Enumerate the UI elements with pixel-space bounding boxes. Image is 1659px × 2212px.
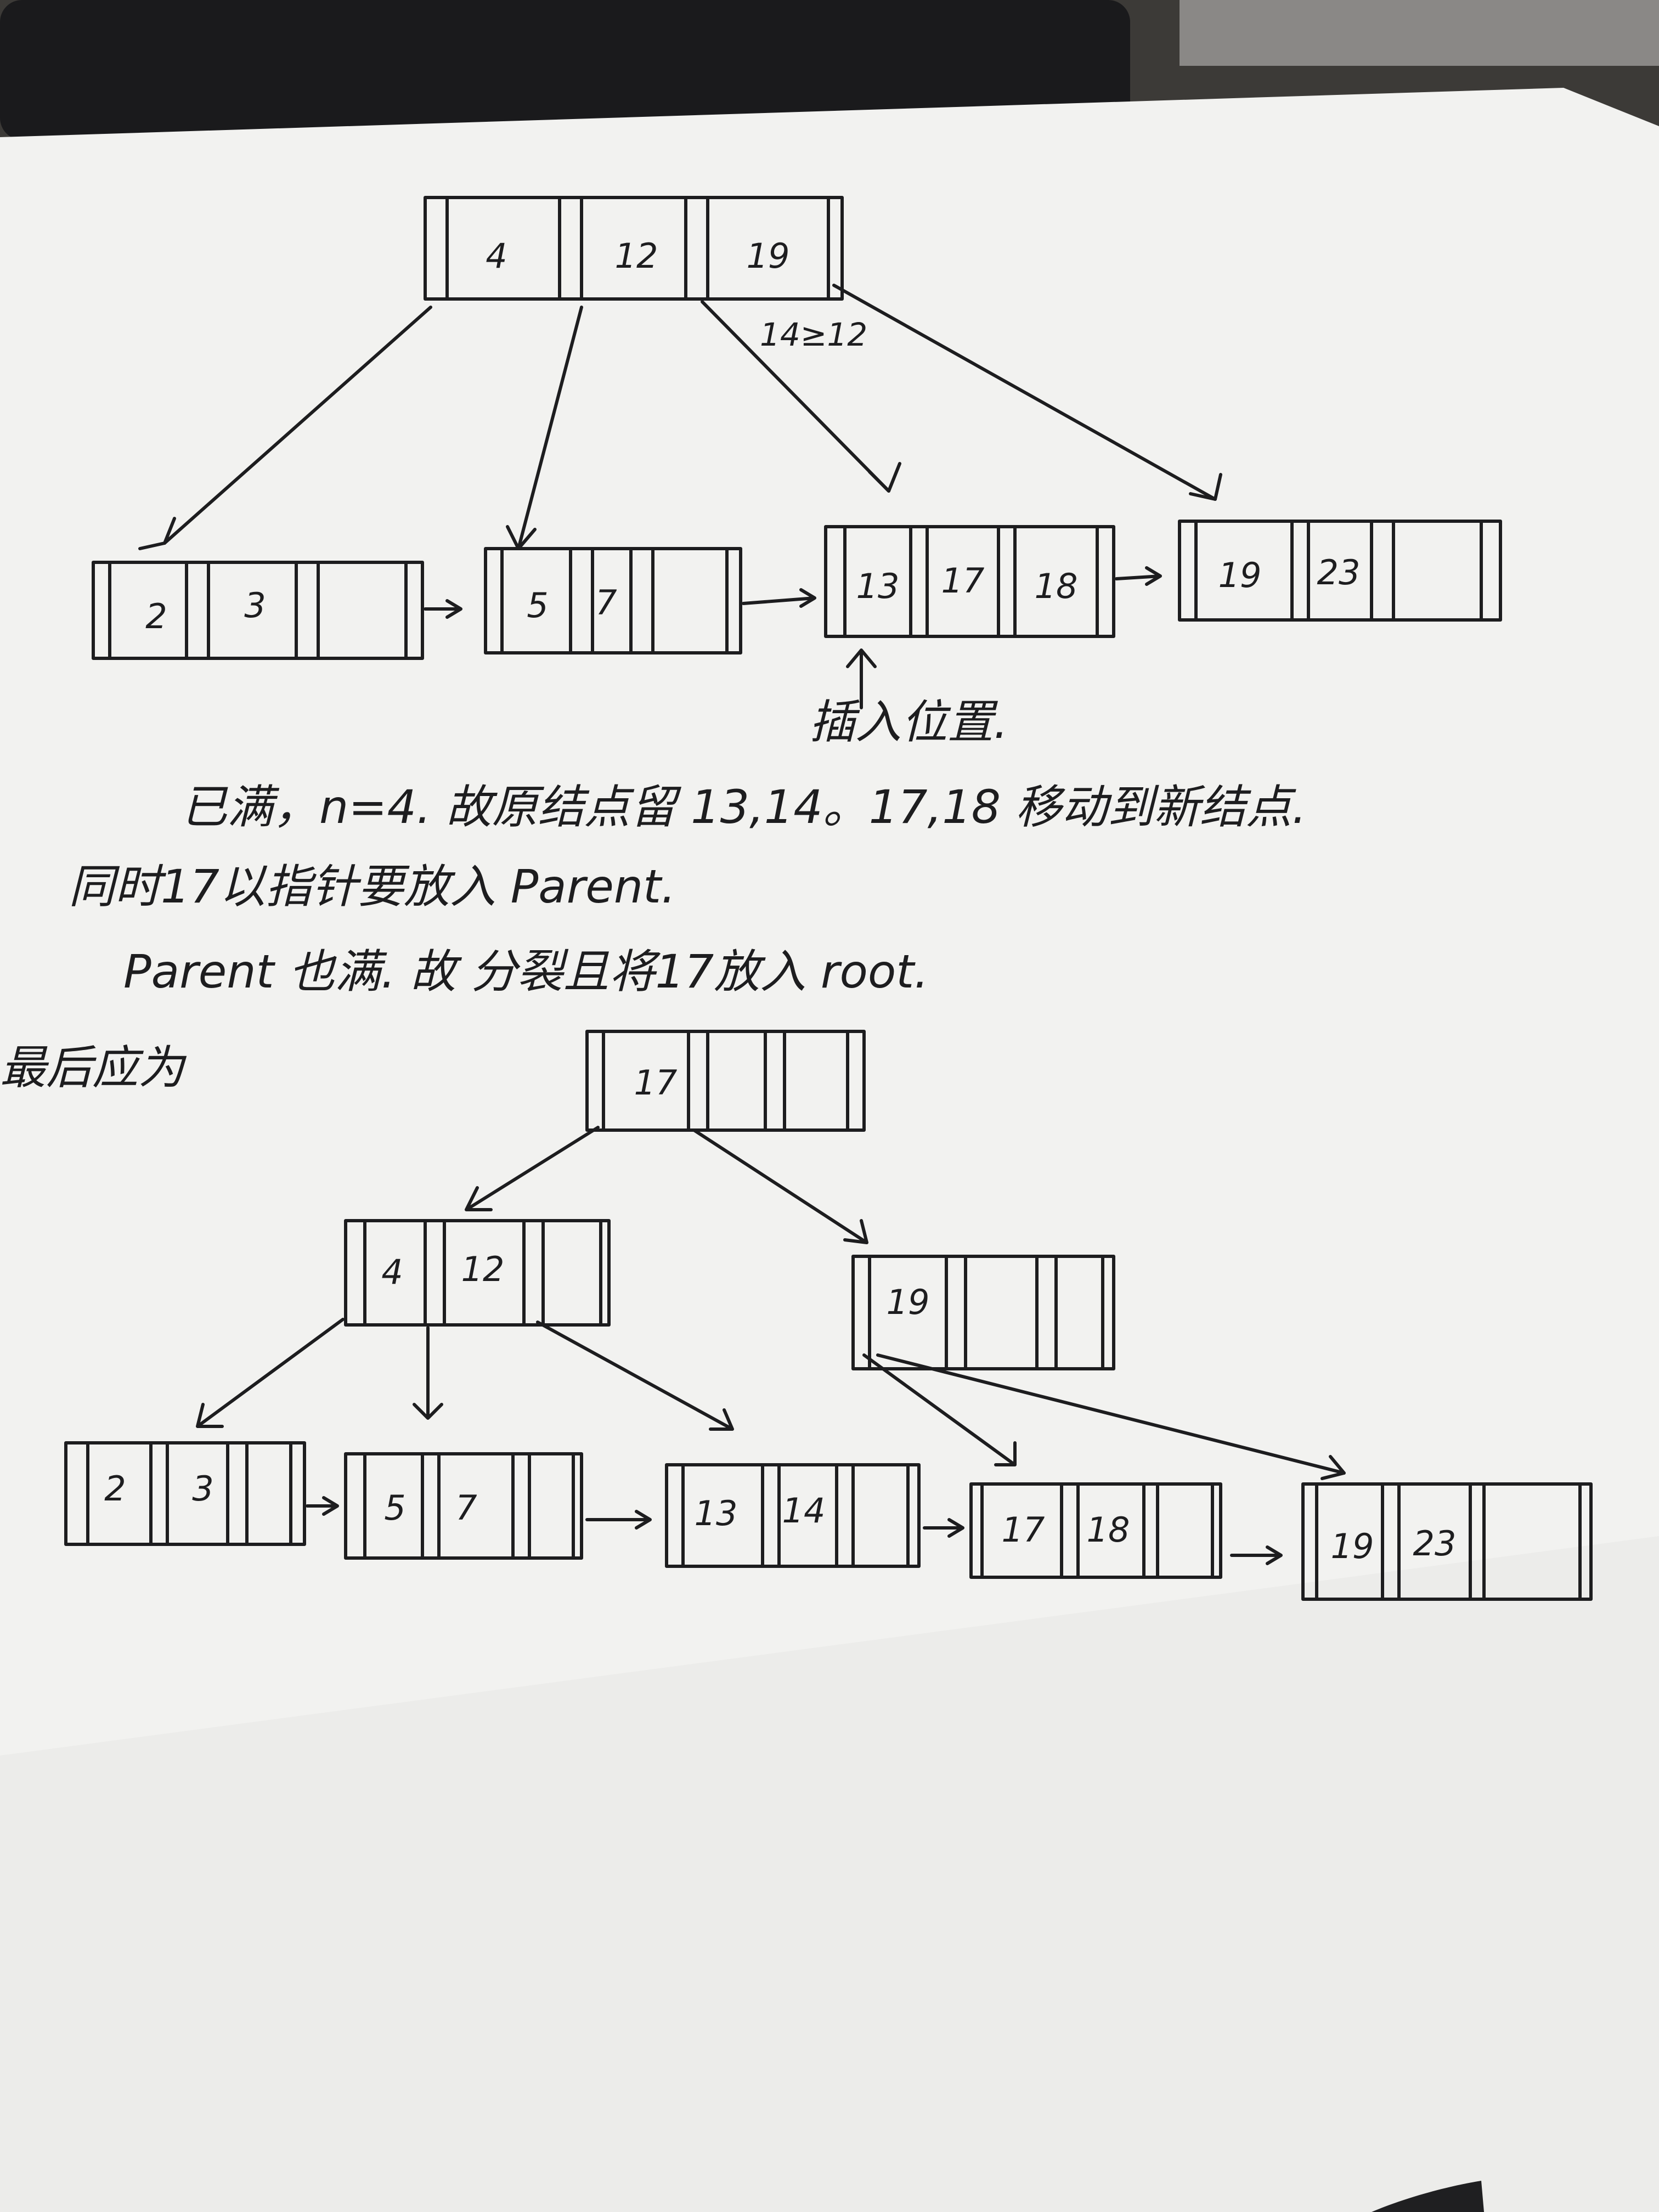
pointer-arrowhead: [138, 517, 176, 550]
bottom-leaf-2-key-1: 5: [384, 1488, 405, 1528]
bottom-leaf-5-key-1: 19: [1331, 1526, 1374, 1566]
top-leaf-links: [424, 566, 1162, 619]
note-line-1: 已满，n=4. 故原结点留 13,14。17,18 移动到新结点.: [181, 780, 1307, 834]
bottom-leaf-4-key-1: 17: [1002, 1510, 1045, 1550]
leaf-link-arrow: [585, 1510, 652, 1530]
top-leaf-3: 13 17 18: [824, 525, 1115, 638]
top-leaf-3-key-2: 17: [941, 561, 985, 601]
top-pointers: [138, 284, 1222, 550]
leaf-link-arrow: [923, 1518, 964, 1538]
device-edge: [1180, 0, 1659, 66]
pointer-arrow: [701, 300, 890, 493]
pointer-arrow: [876, 1353, 1346, 1480]
pointer-arrow: [196, 1318, 345, 1428]
top-leaf-3-key-3: 18: [1035, 566, 1078, 606]
pointer-arrow: [465, 1126, 600, 1211]
leaf-link-arrow: [1115, 566, 1162, 586]
top-root-key-2: 12: [615, 236, 658, 276]
leaf-link-arrow: [1230, 1545, 1283, 1565]
leaf-link-arrow: [742, 588, 816, 608]
pointer-arrow: [832, 284, 1217, 501]
bottom-internal-1-key-2: 12: [461, 1249, 505, 1289]
insert-position-arrow: [846, 648, 877, 709]
bottom-leaf-3-key-2: 14: [782, 1491, 826, 1531]
bottom-leaf-3-key-1: 13: [695, 1493, 738, 1533]
pointer-arrowhead: [868, 462, 901, 493]
bottom-leaf-5-key-2: 23: [1413, 1523, 1457, 1564]
bottom-leaf-2: 5 7: [344, 1452, 583, 1560]
note-line-3: Parent 也满. 故 分裂且将17放入 root.: [123, 945, 929, 998]
pointer-arrowhead: [1189, 473, 1222, 501]
bottom-leaf-1: 2 3: [64, 1441, 306, 1546]
pointer-arrow: [862, 1353, 1017, 1466]
paper-shade: [0, 1536, 1659, 2212]
bottom-root-key-1: 17: [634, 1063, 678, 1103]
pointer-arrow: [517, 306, 583, 550]
top-leaf-4-key-1: 19: [1218, 555, 1262, 595]
bottom-leaf-5: 19 23: [1301, 1482, 1593, 1601]
bottom-leaf-4: 17 18: [969, 1482, 1222, 1579]
bottom-internal-pointers: [196, 1318, 1346, 1480]
note-line-2: 同时17以指针要放入 Parent.: [69, 860, 676, 913]
bottom-leaf-2-key-2: 7: [455, 1488, 477, 1528]
pointer-arrow: [536, 1321, 734, 1431]
bottom-leaf-1-key-2: 3: [192, 1469, 213, 1509]
top-leaf-4: 19 23: [1178, 520, 1502, 622]
bottom-internal-2-key-1: 19: [887, 1282, 930, 1322]
pointer-arrow: [413, 1326, 443, 1420]
bottom-internal-1-key-1: 4: [381, 1252, 403, 1292]
comparison-label: 14≥12: [760, 316, 867, 353]
leaf-link-arrow: [424, 599, 462, 619]
insert-position-label: 插入位置.: [809, 695, 1008, 749]
top-leaf-1: 2 3: [92, 561, 424, 660]
keyboard: [0, 0, 1130, 140]
pen: [1372, 2181, 1484, 2212]
top-root-key-3: 19: [747, 236, 790, 276]
top-root-key-1: 4: [486, 236, 507, 276]
bottom-leaf-4-key-2: 18: [1087, 1510, 1130, 1550]
bottom-internal-node-1: 4 12: [344, 1219, 611, 1327]
leaf-link-arrow: [306, 1496, 339, 1516]
bottom-leaf-links: [306, 1496, 1283, 1565]
bottom-leaf-1-key-1: 2: [104, 1469, 126, 1509]
final-label: 最后应为: [0, 1041, 187, 1094]
pointer-arrow: [692, 1128, 868, 1244]
top-root-node: 4 12 19: [424, 196, 844, 301]
top-leaf-2-key-2: 7: [595, 583, 617, 623]
top-leaf-1-key-1: 2: [145, 596, 167, 636]
top-leaf-3-key-1: 13: [856, 566, 900, 606]
bottom-internal-node-2: 19: [851, 1255, 1115, 1370]
pointer-arrow: [163, 306, 432, 545]
bottom-root-node: 17: [585, 1030, 866, 1132]
top-leaf-1-key-2: 3: [244, 585, 266, 625]
top-leaf-4-key-2: 23: [1317, 552, 1361, 592]
bottom-root-pointers: [465, 1126, 868, 1244]
bottom-leaf-3: 13 14: [665, 1463, 921, 1568]
top-leaf-2: 5 7: [484, 547, 742, 654]
top-leaf-2-key-1: 5: [527, 585, 548, 625]
